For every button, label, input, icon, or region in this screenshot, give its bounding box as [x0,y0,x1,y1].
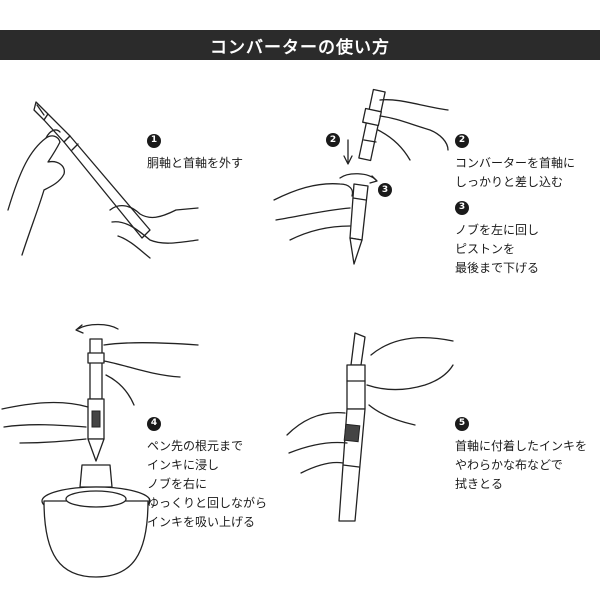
pen-section [346,364,366,410]
step-4-line-1: ペン先の根元まで [147,438,244,453]
rotate-arrow [77,323,119,330]
step-3-number: 3 [455,200,469,215]
cloth [370,336,454,356]
step-3-line-2: ピストンを [455,241,516,256]
step-3-line-3: 最後まで下げる [455,260,540,275]
step-5: 5 首軸に付着したインキを やわらかな布などで 拭きとる [455,410,587,494]
step-2-line-1: コンバーターを首軸に [455,155,576,170]
pen-barrel [63,135,151,239]
right-hand [103,342,199,346]
step-1: 1 胴軸と首軸を外す [147,127,243,173]
right-hand [379,99,449,111]
step-4-line-5: インキを吸い上げる [147,514,256,529]
step-2-number: 2 [455,133,469,148]
step-4-line-3: ノブを右に [147,476,208,491]
illustration-insert-converter [273,88,449,265]
ink-bottle-neck [79,464,113,488]
step-5-line-3: 拭きとる [455,476,504,491]
illustration-wipe-section [286,332,454,522]
step-4-line-2: インキに浸し [147,457,220,472]
step-3-line-1: ノブを左に回し [455,222,540,237]
converter [89,338,103,400]
badge-3: 3 [378,183,392,197]
converter [358,88,386,162]
step-2: 2 コンバーターを首軸に しっかりと差し込む [455,127,575,192]
step-4-line-4: ゆっくりと回しながら [147,495,268,510]
pen-nib [349,237,363,265]
step-5-number: 5 [455,416,469,431]
badge-2: 2 [326,133,340,147]
left-hand [1,401,89,410]
illustration-fill-ink [1,323,199,578]
left-hand [7,135,65,256]
pen-nib [87,438,105,462]
left-hand [286,411,346,436]
rotate-arrow [339,173,377,181]
step-2-line-2: しっかりと差し込む [455,174,564,189]
step-3: 3 ノブを左に回し ピストンを 最後まで下げる [455,194,539,278]
step-1-line-1: 胴軸と首軸を外す [147,155,244,170]
right-hand [109,204,199,219]
title-bar: コンバーターの使い方 [0,30,600,60]
pen-nib [350,332,366,366]
step-1-number: 1 [147,133,161,148]
left-hand [273,183,354,201]
page-title: コンバーターの使い方 [210,37,390,58]
step-5-line-2: やわらかな布などで [455,457,563,472]
step-4: 4 ペン先の根元まで インキに浸し ノブを右に ゆっくりと回しながら インキを吸… [147,410,267,532]
step-4-number: 4 [147,416,161,431]
illustration-remove-barrel [7,101,199,259]
step-5-line-1: 首軸に付着したインキを [455,438,588,453]
